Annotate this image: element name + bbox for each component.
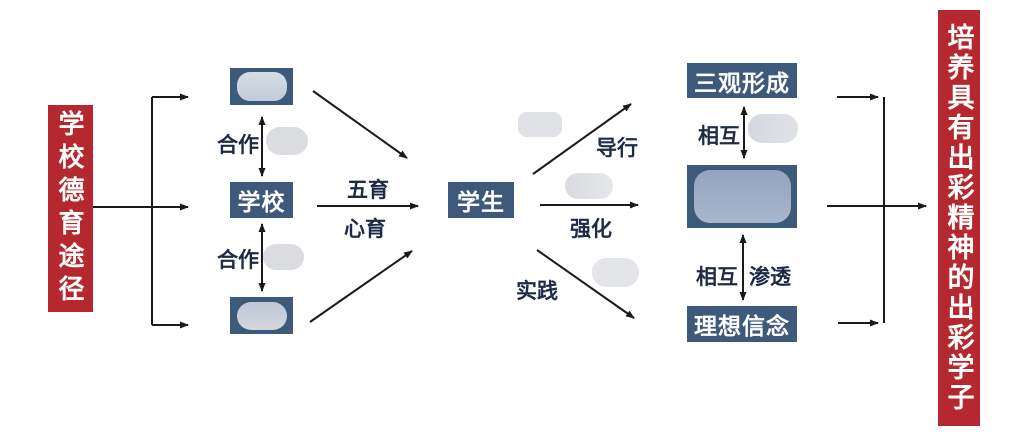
label-cooperate-top: 合作	[217, 134, 259, 157]
label-reinforce: 强化	[570, 218, 612, 241]
node-school: 学校	[230, 182, 293, 218]
node-ideal-belief: 理想信念	[687, 306, 797, 342]
node-bottom-redacted	[230, 297, 293, 334]
label-mutual-top: 相互	[698, 125, 740, 148]
redacted-text-blob	[694, 170, 791, 223]
right-banner: 培养具有出彩精神的出彩学子	[938, 10, 980, 426]
node-middle-redacted	[687, 165, 797, 228]
label-cooperate-bottom: 合作	[217, 249, 259, 272]
label-mind-education: 心育	[344, 218, 386, 241]
redacted-text-blob	[565, 173, 613, 199]
node-worldview-label: 三观形成	[694, 69, 790, 96]
label-five-education: 五育	[347, 179, 389, 202]
node-worldview-formation: 三观形成	[687, 63, 797, 98]
redacted-text-blob	[748, 114, 798, 143]
node-ideal-label: 理想信念	[694, 313, 790, 339]
node-school-label: 学校	[237, 189, 286, 215]
node-student: 学生	[448, 182, 514, 218]
redacted-text-blob	[518, 112, 562, 137]
node-top-redacted	[230, 68, 293, 105]
node-student-label: 学生	[457, 189, 505, 215]
label-guide: 导行	[596, 137, 638, 160]
redacted-text-blob	[263, 244, 304, 270]
redacted-text-blob	[237, 302, 287, 330]
left-banner: 学校德育途径	[48, 105, 93, 312]
redacted-text-blob	[266, 127, 308, 155]
redacted-text-blob	[237, 72, 287, 101]
redacted-text-blob	[592, 258, 639, 287]
label-practice: 实践	[516, 280, 558, 303]
label-mutual-bottom: 相互	[696, 266, 738, 289]
label-permeate: 渗透	[749, 266, 791, 289]
